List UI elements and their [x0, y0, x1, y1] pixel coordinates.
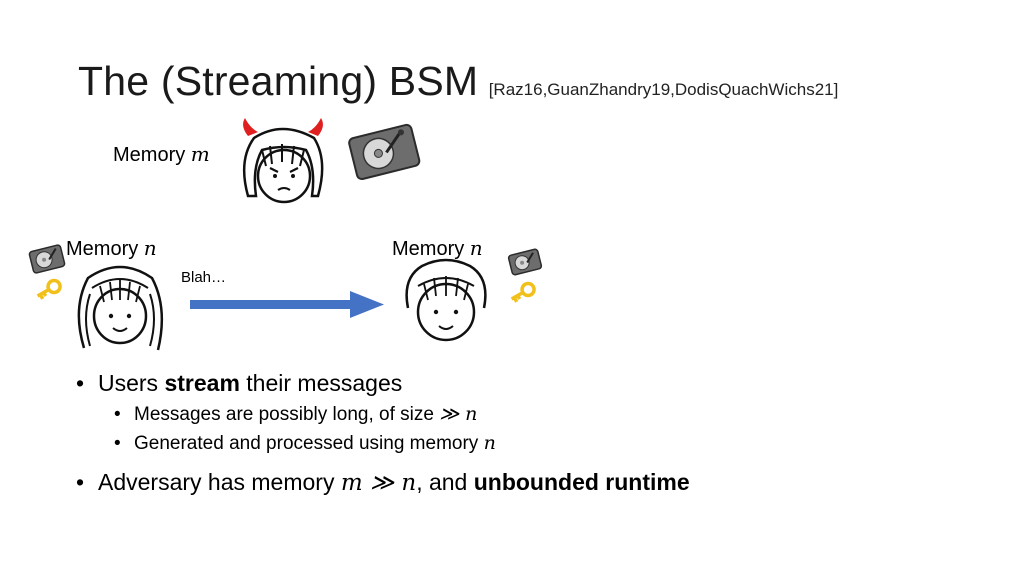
sender-memory-label: Memory n — [66, 236, 157, 260]
bullet-adversary: •Adversary has memory m ≫ n, and unbound… — [76, 469, 690, 496]
devil-face-icon — [242, 118, 324, 204]
sub-bullet-messages-long: •Messages are possibly long, of size ≫ n — [114, 403, 478, 425]
message-text: Blah… — [181, 269, 227, 286]
bullet-list: •Users stream their messages •Messages a… — [76, 370, 690, 502]
receiver-memory-label: Memory n — [392, 236, 483, 260]
sender-memory-var: n — [143, 236, 157, 260]
title-row: The (Streaming) BSM [Raz16,GuanZhandry19… — [78, 58, 838, 105]
citation: [Raz16,GuanZhandry19,DodisQuachWichs21] — [488, 80, 839, 99]
page-title: The (Streaming) BSM — [78, 58, 479, 104]
hard-drive-icon — [507, 248, 543, 276]
hard-drive-icon — [348, 123, 421, 181]
key-icon — [510, 281, 536, 303]
key-icon — [36, 278, 62, 300]
adversary-memory-var: m — [190, 142, 210, 166]
girl-face-icon — [77, 265, 164, 351]
hard-drive-icon — [28, 244, 66, 274]
arrow-icon — [190, 291, 384, 318]
receiver-memory-var: n — [469, 236, 483, 260]
adversary-memory-label: Memory m — [113, 142, 210, 166]
sub-bullet-memory-n: •Generated and processed using memory n — [114, 432, 496, 454]
boy-face-icon — [405, 258, 487, 342]
bullet-users-stream: •Users stream their messages — [76, 370, 403, 396]
